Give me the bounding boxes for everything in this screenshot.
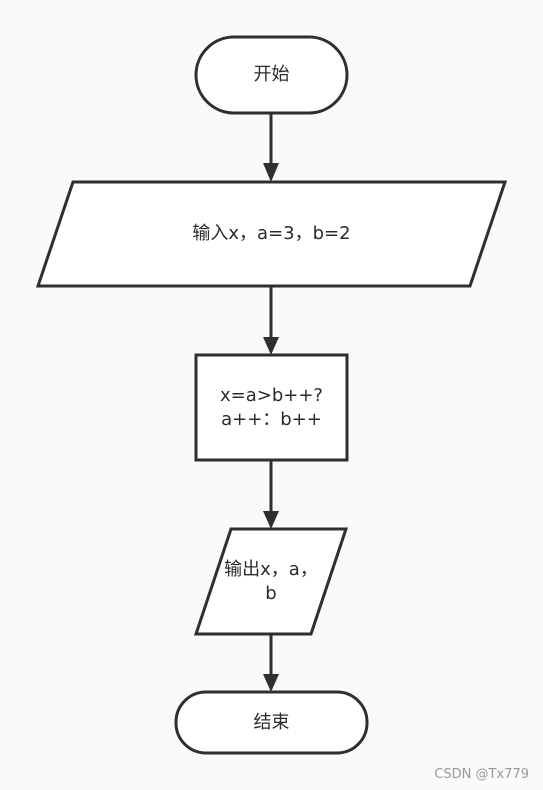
arrowhead-output-to-end: [263, 674, 279, 692]
end-text: 结束: [253, 711, 290, 733]
watermark: CSDN @Tx779: [434, 767, 529, 782]
arrowhead-input-to-process: [263, 337, 279, 355]
output-text-line2: b: [265, 582, 277, 604]
end-label: 结束: [176, 692, 367, 753]
process-label: x=a>b++? a++：b++: [196, 355, 347, 460]
end-terminal-shape: [174, 690, 369, 755]
input-parallelogram-shape: [35, 180, 508, 288]
start-text: 开始: [253, 64, 290, 85]
start-label: 开始: [196, 37, 347, 113]
output-text-line1: 输出x，a，: [224, 558, 318, 580]
process-text-line1: x=a>b++?: [220, 384, 323, 406]
output-label: 输出x，a， b: [206, 529, 336, 634]
input-text: 输入x，a=3，b=2: [192, 223, 351, 244]
arrowhead-start-to-input: [263, 163, 279, 182]
arrowhead-process-to-output: [263, 511, 279, 529]
output-parallelogram-shape: [193, 527, 349, 636]
input-label: 输入x，a=3，b=2: [60, 182, 483, 286]
process-text-line2: a++：b++: [221, 408, 322, 430]
